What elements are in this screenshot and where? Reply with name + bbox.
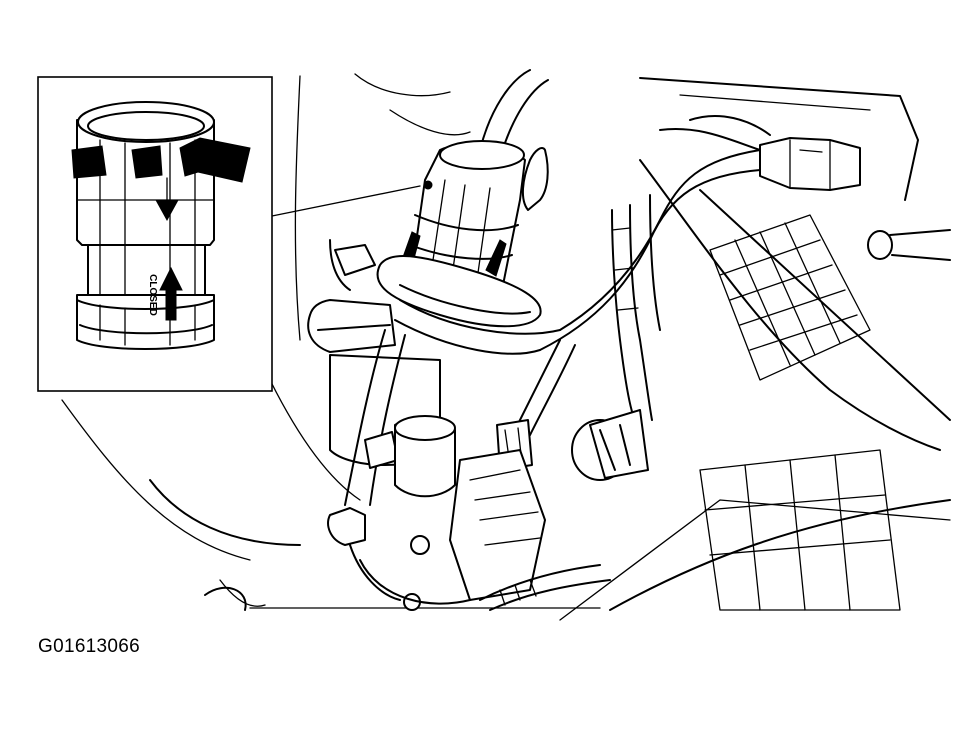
lower-bracket-assembly bbox=[327, 329, 611, 611]
engine-background bbox=[61, 73, 951, 621]
inset-connector-detail: CLOSED bbox=[71, 101, 251, 350]
detail-inset: CLOSED bbox=[37, 76, 273, 392]
inset-closed-label: CLOSED bbox=[147, 274, 158, 316]
figure-id-label: G01613066 bbox=[38, 636, 141, 657]
wiring-harness bbox=[496, 194, 661, 481]
leader-line bbox=[271, 185, 421, 217]
